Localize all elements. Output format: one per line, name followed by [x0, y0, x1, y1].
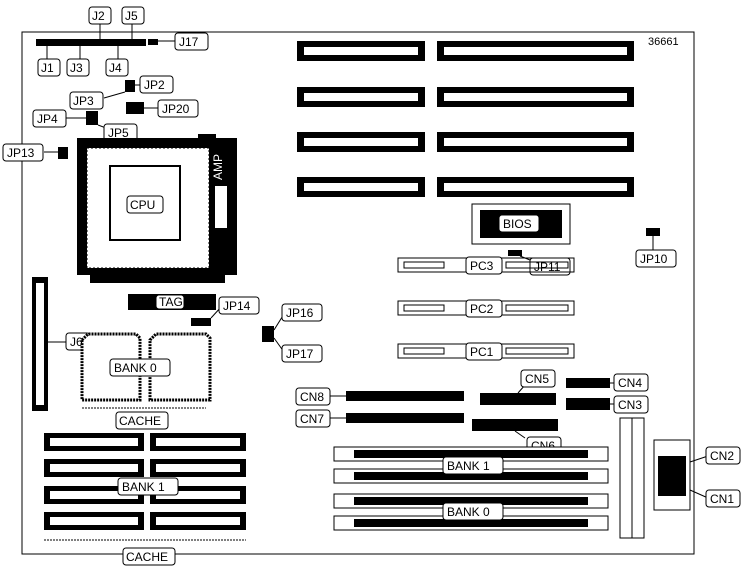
label-cpu: CPU	[130, 198, 155, 212]
label-tag: TAG	[159, 295, 183, 309]
label-jp5: JP5	[108, 126, 129, 140]
label-cn5: CN5	[525, 372, 549, 386]
label-cache-top: CACHE	[119, 414, 161, 428]
label-bank1-cache: BANK 1	[122, 480, 165, 494]
label-bios: BIOS	[503, 217, 532, 231]
figure-id: 36661	[648, 36, 679, 48]
isa-slots	[297, 41, 634, 197]
label-jp2: JP2	[144, 78, 165, 92]
label-bank1-simm: BANK 1	[447, 459, 490, 473]
label-jp11: JP11	[534, 260, 561, 274]
label-j5: J5	[125, 9, 138, 23]
label-jp14: JP14	[223, 299, 251, 313]
label-cn8: CN8	[300, 390, 324, 404]
label-jp3: JP3	[73, 94, 94, 108]
label-cn4: CN4	[618, 376, 642, 390]
label-cn1: CN1	[710, 492, 734, 506]
label-pc1: PC1	[470, 345, 494, 359]
label-j4: J4	[109, 61, 122, 75]
label-bank0-cache: BANK 0	[114, 361, 157, 375]
label-cn2: CN2	[710, 449, 734, 463]
label-jp13: JP13	[7, 146, 35, 160]
label-jp10: JP10	[640, 252, 668, 266]
label-bank0-simm: BANK 0	[447, 505, 490, 519]
label-jp17: JP17	[286, 347, 314, 361]
label-pc2: PC2	[470, 302, 494, 316]
label-amp: AMP	[211, 154, 225, 180]
label-j6: J6	[70, 335, 83, 349]
label-j2: J2	[92, 9, 105, 23]
label-j17: J17	[179, 35, 199, 49]
label-cache-bottom: CACHE	[126, 550, 168, 564]
label-j3: J3	[70, 61, 83, 75]
label-j1: J1	[41, 61, 54, 75]
header-j1-j5	[36, 39, 158, 46]
label-jp16: JP16	[286, 306, 314, 320]
label-jp20: JP20	[162, 102, 190, 116]
label-pc3: PC3	[470, 259, 494, 273]
label-jp4: JP4	[37, 112, 58, 126]
simm-sockets	[333, 446, 609, 531]
label-cn3: CN3	[618, 398, 642, 412]
board-outline	[21, 31, 695, 555]
power-connector	[619, 417, 645, 539]
label-cn7: CN7	[300, 412, 324, 426]
